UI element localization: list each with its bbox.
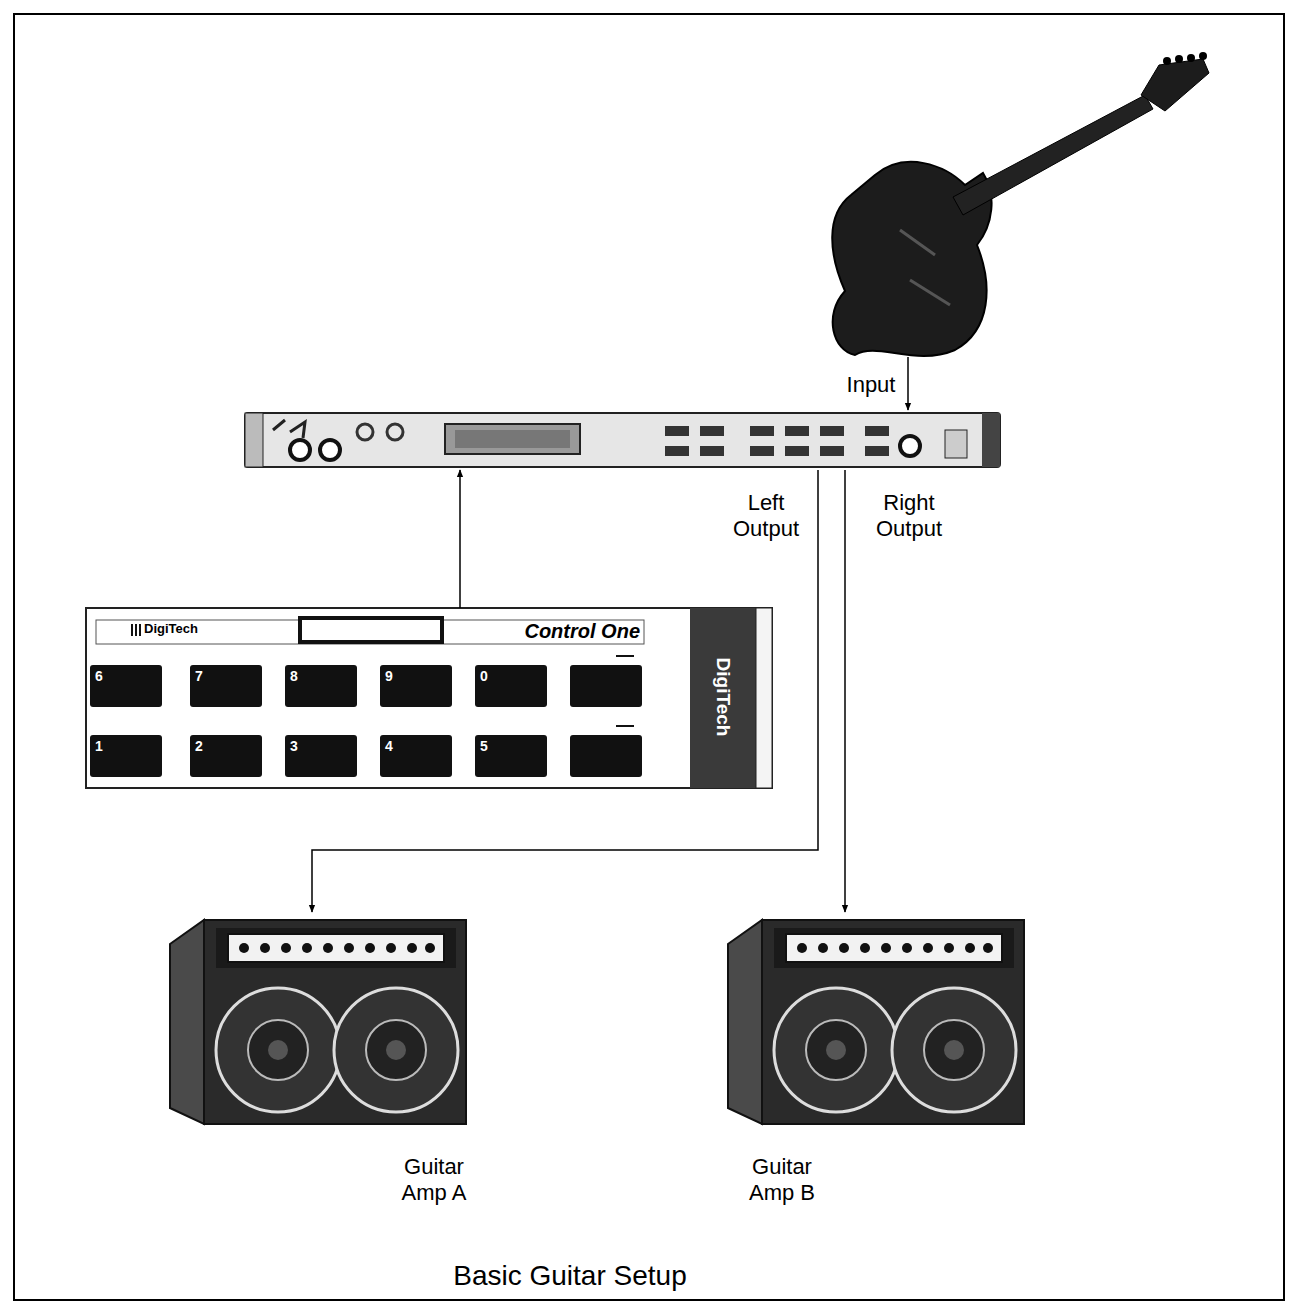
brand-logo: DigiTech <box>144 621 198 636</box>
signal-cable <box>844 470 846 912</box>
product-name: Control One <box>466 620 640 643</box>
amp-label: Guitar Amp A <box>384 1154 484 1206</box>
guitar <box>815 55 1215 355</box>
effects-processor <box>245 410 1000 470</box>
button-number: 9 <box>385 668 393 684</box>
connector-label: Left Output <box>716 490 816 543</box>
button-number: 8 <box>290 668 298 684</box>
footswitch-button: 3 <box>285 735 357 777</box>
amp-label: Guitar Amp B <box>732 1154 832 1206</box>
button-number: 4 <box>385 738 393 754</box>
signal-cable <box>907 357 909 410</box>
footswitch-button: 6 <box>90 665 162 707</box>
button-number: 0 <box>480 668 488 684</box>
amp-drawing <box>728 920 1024 1124</box>
button-number: 3 <box>290 738 298 754</box>
amp-drawing <box>170 920 466 1124</box>
button-number: 2 <box>195 738 203 754</box>
footswitch-button: 2 <box>190 735 262 777</box>
connector-label: Right Output <box>852 490 966 543</box>
connector-label: Input <box>838 372 904 398</box>
button-number: 1 <box>95 738 103 754</box>
button-number: 7 <box>195 668 203 684</box>
footswitch-controller: 6789012345DigiTechControl OneDigiTech <box>86 608 772 788</box>
guitar-drawing <box>832 52 1209 356</box>
footswitch-button: 8 <box>285 665 357 707</box>
footswitch-drawing <box>86 608 772 788</box>
guitar-amp: Guitar Amp B <box>728 912 1038 1212</box>
footswitch-button: 4 <box>380 735 452 777</box>
signal-cable <box>312 470 818 912</box>
footswitch-button: 0 <box>475 665 547 707</box>
caption: Basic Guitar Setup <box>320 1260 820 1292</box>
brand-logo: DigiTech <box>712 637 734 757</box>
footswitch-button: 5 <box>475 735 547 777</box>
footswitch-button: 1 <box>90 735 162 777</box>
footswitch-button: 9 <box>380 665 452 707</box>
signal-cable <box>459 470 461 608</box>
guitar-amp: Guitar Amp A <box>170 912 480 1212</box>
button-number: 5 <box>480 738 488 754</box>
footswitch-button: 7 <box>190 665 262 707</box>
button-number: 6 <box>95 668 103 684</box>
frame <box>14 14 1284 1300</box>
effects-processor-drawing <box>245 413 1000 467</box>
